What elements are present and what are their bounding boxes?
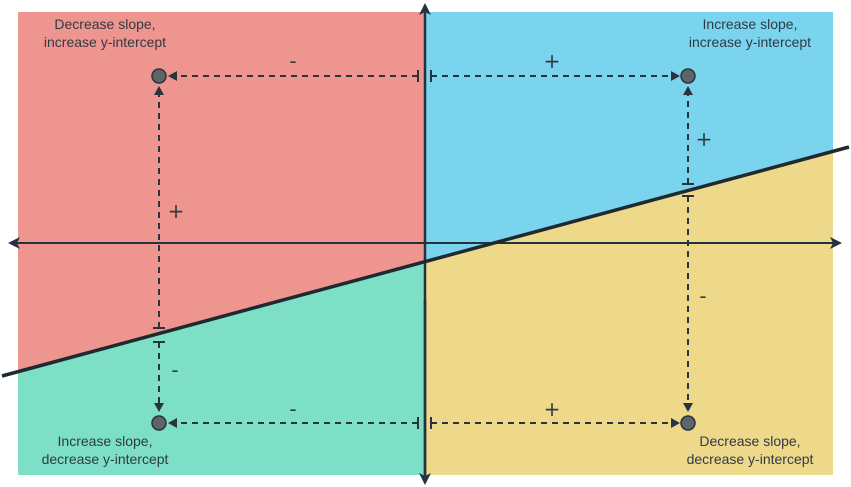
label-top-left-line2: increase y-intercept [44,34,166,50]
label-bottom-right-line2: decrease y-intercept [687,451,814,467]
sign-top-left-horizontal: - [289,49,296,73]
sign-bottom-left-horizontal: - [289,397,296,421]
point-bottom-right [680,415,696,431]
region-bottom-right [425,260,833,475]
label-top-right-line2: increase y-intercept [689,34,811,50]
sign-bottom-right-horizontal: + [544,397,561,421]
sign-right-vertical-up: + [696,127,713,151]
point-bottom-left [151,415,167,431]
region-top-left [18,12,425,260]
region-bottom-left-fill [18,262,425,475]
sign-top-right-horizontal: + [544,49,561,73]
label-top-left-line1: Decrease slope, [54,16,155,32]
label-top-right-line1: Increase slope, [703,16,798,32]
label-bottom-right-line1: Decrease slope, [699,433,800,449]
label-bottom-left-line1: Increase slope, [58,433,153,449]
sign-left-vertical-up: + [168,199,185,223]
region-top-right-fill [425,12,833,262]
regression-line [1,145,850,378]
point-top-left [151,68,167,84]
sign-right-vertical-down: - [699,284,706,308]
point-top-right [680,68,696,84]
sign-left-vertical-down: - [171,358,178,382]
label-bottom-left-line2: decrease y-intercept [42,451,169,467]
